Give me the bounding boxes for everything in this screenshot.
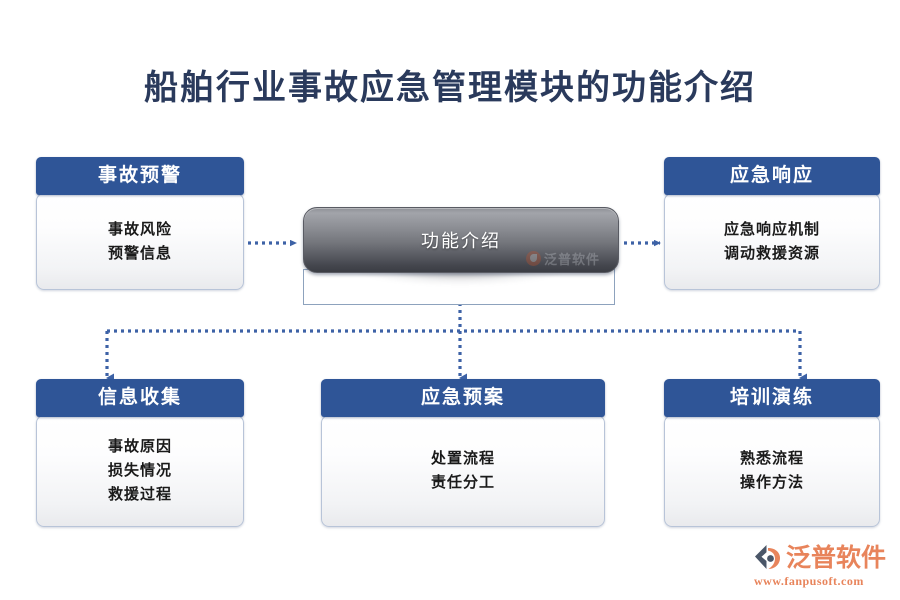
card-information-collection[interactable]: 信息收集 事故原因 损失情况 救援过程: [36, 379, 244, 527]
card-header-emergency-response: 应急响应: [664, 157, 880, 195]
card-line: 事故原因: [107, 438, 172, 455]
card-body-information-collection: 事故原因 损失情况 救援过程: [36, 415, 244, 527]
brand-logo: 泛普软件 www.fanpusoft.com: [752, 543, 892, 593]
card-lines-training-drill: 熟悉流程 操作方法: [740, 447, 804, 495]
card-line: 救援过程: [107, 486, 172, 503]
card-lines-emergency-response: 应急响应机制 调动救援资源: [724, 218, 820, 266]
card-emergency-plan[interactable]: 应急预案 处置流程 责任分工: [321, 379, 605, 527]
brand-row: 泛普软件: [752, 543, 892, 573]
card-line: 事故风险: [107, 220, 172, 238]
card-header-information-collection: 信息收集: [36, 379, 244, 417]
card-body-accident-warning: 事故风险 预警信息: [36, 193, 244, 290]
card-accident-warning[interactable]: 事故预警 事故风险 预警信息: [36, 157, 244, 290]
center-node-capsule[interactable]: 功能介绍 泛普软件: [303, 207, 619, 273]
center-node-label: 功能介绍: [421, 231, 501, 251]
card-line: 应急响应机制: [723, 220, 820, 238]
card-line: 责任分工: [430, 474, 495, 491]
card-header-emergency-plan: 应急预案: [321, 379, 605, 417]
card-body-emergency-plan: 处置流程 责任分工: [321, 415, 605, 527]
card-body-emergency-response: 应急响应机制 调动救援资源: [664, 193, 880, 290]
fanpu-logo-icon: [752, 543, 782, 573]
card-line: 操作方法: [739, 474, 804, 491]
card-line: 损失情况: [107, 462, 172, 479]
card-line: 处置流程: [430, 450, 495, 467]
brand-url: www.fanpusoft.com: [754, 574, 864, 588]
card-body-training-drill: 熟悉流程 操作方法: [664, 415, 880, 527]
watermark-mark-icon: [525, 251, 541, 266]
brand-name: 泛普软件: [786, 544, 887, 572]
card-line: 熟悉流程: [739, 450, 804, 467]
card-lines-information-collection: 事故原因 损失情况 救援过程: [108, 435, 172, 507]
card-emergency-response[interactable]: 应急响应 应急响应机制 调动救援资源: [664, 157, 880, 290]
card-lines-emergency-plan: 处置流程 责任分工: [431, 447, 495, 495]
page-title: 船舶行业事故应急管理模块的功能介绍: [144, 69, 756, 107]
center-node-functions[interactable]: 功能介绍 泛普软件: [303, 207, 619, 307]
watermark-logo: 泛普软件: [525, 249, 600, 268]
card-header-accident-warning: 事故预警: [36, 157, 244, 195]
card-line: 调动救援资源: [723, 244, 820, 262]
watermark-text: 泛普软件: [543, 252, 600, 267]
card-line: 预警信息: [107, 244, 172, 262]
card-header-training-drill: 培训演练: [664, 379, 880, 417]
card-lines-accident-warning: 事故风险 预警信息: [108, 218, 172, 266]
card-training-drill[interactable]: 培训演练 熟悉流程 操作方法: [664, 379, 880, 527]
